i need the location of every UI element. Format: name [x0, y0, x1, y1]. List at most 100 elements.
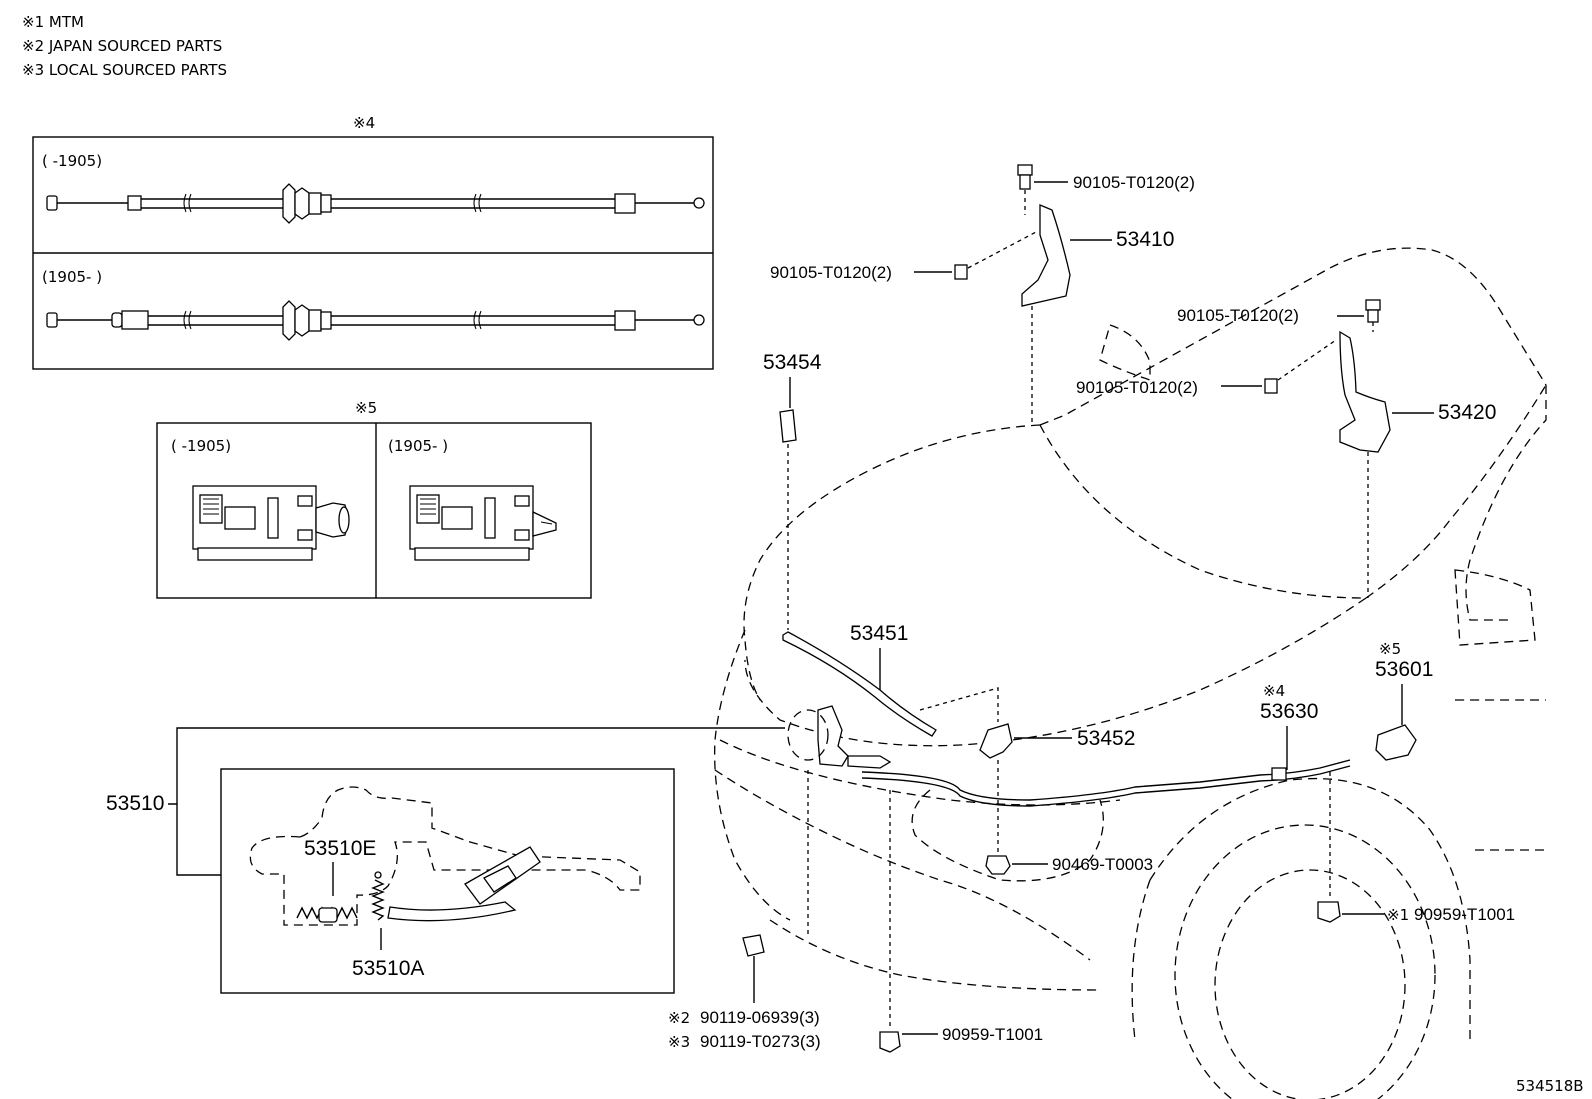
- label-90469: 90469-T0003: [1052, 855, 1153, 874]
- hinge-53420: [1339, 330, 1391, 453]
- label-90119-2-mark: ※3: [668, 1033, 690, 1051]
- hood-lock-outline: [249, 786, 641, 926]
- note-mtm: ※1 MTM: [22, 13, 84, 31]
- spring-53510A: [371, 879, 385, 921]
- grille-lower: [714, 769, 1091, 961]
- part-53630-group: ※4 53630: [1260, 682, 1318, 781]
- figure-code: 534518B: [1516, 1077, 1584, 1095]
- hinge-53410: [1021, 204, 1071, 307]
- box4-row2-label: (1905- ): [42, 268, 102, 286]
- bolt-hinge-right-top: [1365, 299, 1381, 311]
- clip-90959-right-group: ※1 90959-T1001: [1317, 901, 1515, 924]
- hood-center-crease: [1039, 424, 1367, 599]
- note-local-sourced: ※3 LOCAL SOURCED PARTS: [22, 61, 227, 79]
- clip-90469: [985, 855, 1011, 875]
- spring-clip: [318, 907, 338, 923]
- guide-53452: [919, 687, 999, 722]
- lock-cable-arm: [387, 901, 517, 922]
- clip-90469-group: 90469-T0003: [985, 855, 1153, 875]
- bolt-hinge-right-side: [1264, 378, 1278, 394]
- part-53452-group: 53452: [919, 687, 1135, 855]
- connector-new-type: [409, 485, 557, 561]
- clip-90959-lower: [879, 1031, 901, 1053]
- door-window: [1454, 569, 1536, 646]
- label-53510E: 53510E: [304, 837, 376, 860]
- note-japan-sourced: ※2 JAPAN SOURCED PARTS: [22, 37, 222, 55]
- part-53601-group: ※5 53601: [1329, 640, 1433, 900]
- label-53410: 53410: [1116, 228, 1174, 251]
- bracket-53452: [979, 723, 1013, 759]
- guide-90105-2: [967, 231, 1037, 269]
- cushion-53454: [779, 409, 797, 443]
- box5-right-label: (1905- ): [388, 437, 448, 455]
- lever-53601: [1375, 724, 1417, 761]
- a-pillar: [1465, 385, 1547, 621]
- part-53451-group: 53451: [782, 622, 937, 737]
- hood-lock-body: [817, 705, 849, 767]
- label-53630-mark: ※4: [1263, 682, 1285, 700]
- label-90105-4: 90105-T0120(2): [1076, 378, 1198, 397]
- label-90959-right-mark: ※1: [1387, 906, 1409, 924]
- part-53454-group: 53454: [763, 351, 822, 630]
- side-mirror: [1099, 324, 1151, 381]
- windshield-top: [1039, 247, 1547, 426]
- hood-lock-dash-ring: [787, 709, 829, 761]
- bolt-hinge-left-top: [1017, 164, 1033, 176]
- bolt-hinge-left-top-shank: [1019, 174, 1031, 190]
- leader-53510-top: [168, 727, 785, 805]
- front-wheel: [1214, 869, 1406, 1099]
- lower-bumper: [769, 919, 1101, 991]
- hood-lock-release-end: [847, 755, 892, 769]
- lock-lever-grip: [483, 865, 517, 893]
- connector-old-type: [192, 485, 350, 561]
- box4-mark: ※4: [353, 114, 375, 132]
- grille-upper: [719, 739, 1121, 806]
- detail-box-frame: [220, 768, 675, 994]
- clip-90959-right: [1317, 901, 1341, 923]
- vehicle-body-outline: [714, 247, 1547, 1099]
- clip-90959-lower-group: 90959-T1001: [879, 1025, 1043, 1053]
- box5-left-label: ( -1905): [171, 437, 231, 455]
- label-90959-lower: 90959-T1001: [942, 1025, 1043, 1044]
- seal-53451: [782, 631, 937, 737]
- guide-90105-4: [1277, 339, 1337, 381]
- label-53630: 53630: [1260, 700, 1318, 723]
- label-53601: 53601: [1375, 658, 1433, 681]
- front-tire: [1174, 824, 1436, 1099]
- bolt-hinge-left-side: [954, 264, 968, 280]
- cable-new-type: [46, 300, 705, 341]
- label-53420: 53420: [1438, 401, 1496, 424]
- fender-line: [744, 597, 1367, 747]
- grommet-53630: [1271, 767, 1287, 781]
- label-53510A: 53510A: [352, 957, 424, 980]
- label-90119-1: 90119-06939(3): [700, 1008, 820, 1027]
- hood-hinge-left: 90105-T0120(2) 53410 90105-T0120(2): [770, 164, 1195, 425]
- label-90105-3: 90105-T0120(2): [1177, 306, 1299, 325]
- leader-53510-bottom: [176, 804, 221, 876]
- label-53601-mark: ※5: [1379, 640, 1401, 658]
- label-53451: 53451: [850, 622, 908, 645]
- label-90105-2: 90105-T0120(2): [770, 263, 892, 282]
- cable-variant-box: ※4 ( -1905) (1905- ): [32, 114, 714, 370]
- hood-rear-edge: [1365, 384, 1547, 599]
- bumper-side: [714, 629, 791, 921]
- hood-front-edge: [743, 424, 1041, 701]
- bumper-corner: [1131, 879, 1151, 1041]
- label-53510: 53510: [106, 792, 164, 815]
- connector-variant-box: ※5 ( -1905) (1905- ): [156, 399, 592, 599]
- label-90105-1: 90105-T0120(2): [1073, 173, 1195, 192]
- label-90959-right: 90959-T1001: [1414, 905, 1515, 924]
- label-53452: 53452: [1077, 727, 1135, 750]
- bolt-hinge-right-top-shank: [1367, 309, 1379, 323]
- fog-lamp-bezel: [911, 789, 1104, 882]
- box5-frame: [156, 422, 592, 599]
- spring-hook: [374, 871, 382, 879]
- screw-90119-group: ※2 90119-06939(3) ※3 90119-T0273(3): [668, 934, 821, 1051]
- box5-mark: ※5: [355, 399, 377, 417]
- label-90119-2: 90119-T0273(3): [700, 1032, 821, 1051]
- box4-row1-label: ( -1905): [42, 152, 102, 170]
- cable-old-type: [46, 183, 705, 224]
- hood-lock-detail: 53510 53510E 53510A: [106, 727, 785, 994]
- label-53454: 53454: [763, 351, 822, 374]
